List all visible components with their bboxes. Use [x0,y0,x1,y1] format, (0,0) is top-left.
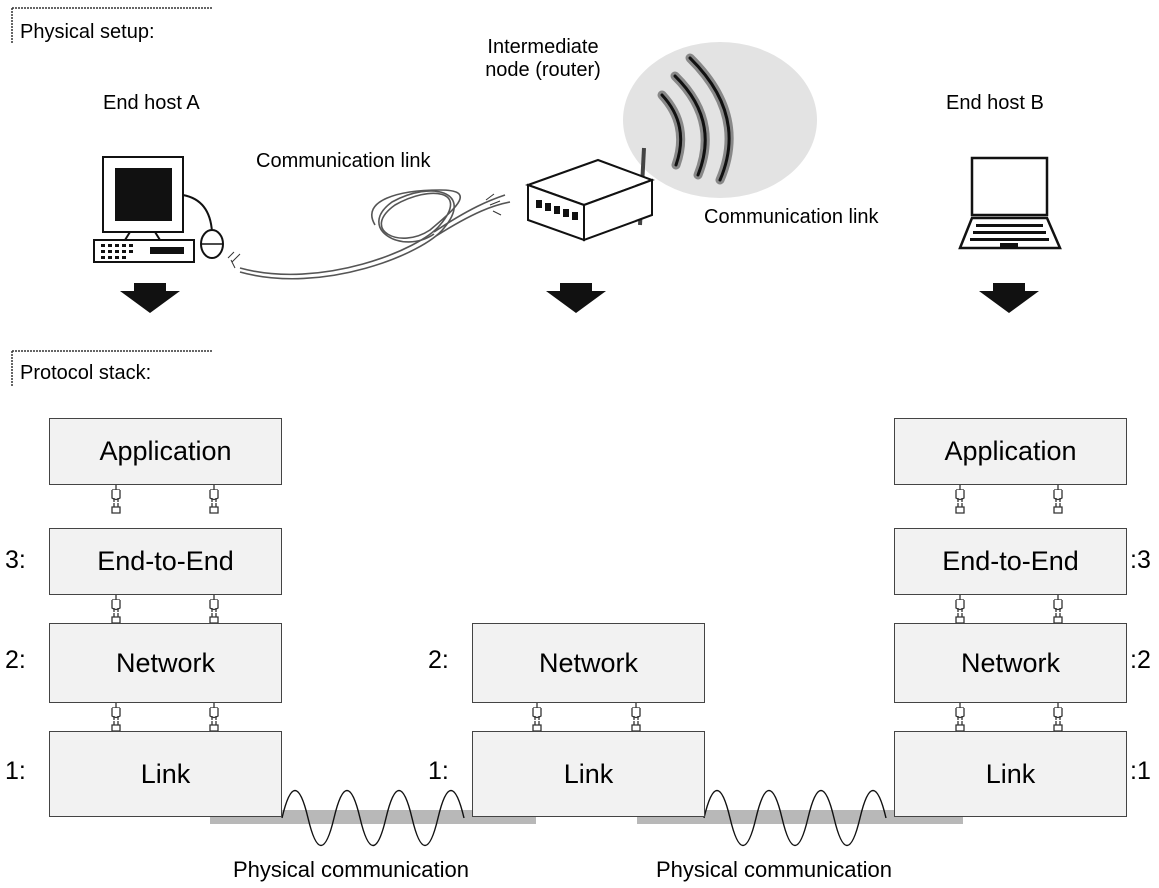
host-b-network-layer: Network [894,623,1127,703]
desktop-computer-icon [93,156,224,263]
router-link-layer: Link [472,731,705,817]
wireless-cloud [623,42,817,198]
router-label: Intermediate node (router) [468,36,618,82]
host-a-application-layer: Application [49,418,282,485]
down-arrow-icon [546,283,606,313]
plug-icon [1053,702,1063,732]
end-host-a-label: End host A [103,92,200,114]
signal-wave [281,789,465,847]
host-b-layer-number-3: :3 [1130,546,1151,574]
cable-icon [227,189,511,280]
host-b-link-layer: Link [894,731,1127,817]
router-label-line1: Intermediate [487,36,599,58]
router-layer-number-2: 2: [428,646,449,674]
plug-icon [1053,594,1063,624]
wired-link-label: Communication link [256,150,431,172]
router-layer-number-1: 1: [428,757,449,785]
signal-wave [703,789,887,847]
plug-icon [209,702,219,732]
host-b-layer-number-1: :1 [1130,757,1151,785]
section-title-physical: Physical setup: [20,21,155,43]
laptop-icon [958,156,1062,250]
host-b-layer-number-2: :2 [1130,646,1151,674]
physical-communication-label-right: Physical communication [656,857,892,882]
host-a-end-to-end-layer: End-to-End [49,528,282,595]
host-a-layer-number-3: 3: [5,546,26,574]
router-label-line2: node (router) [485,59,601,81]
router-icon [525,147,655,242]
section-title-stack: Protocol stack: [20,362,152,384]
plug-icon [209,484,219,514]
plug-icon [631,702,641,732]
wireless-waves-icon [657,53,734,185]
host-a-network-layer: Network [49,623,282,703]
plug-icon [955,702,965,732]
host-b-application-layer: Application [894,418,1127,485]
host-a-link-layer: Link [49,731,282,817]
plug-icon [111,484,121,514]
router-network-layer: Network [472,623,705,703]
plug-icon [1053,484,1063,514]
plug-icon [532,702,542,732]
wireless-link-label: Communication link [704,206,879,228]
down-arrow-icon [120,283,180,313]
end-host-b-label: End host B [946,92,1044,114]
plug-icon [955,594,965,624]
plug-icon [955,484,965,514]
host-b-end-to-end-layer: End-to-End [894,528,1127,595]
plug-icon [209,594,219,624]
plug-icon [111,702,121,732]
physical-communication-label-left: Physical communication [233,857,469,882]
down-arrow-icon [979,283,1039,313]
plug-icon [111,594,121,624]
host-a-layer-number-1: 1: [5,757,26,785]
host-a-layer-number-2: 2: [5,646,26,674]
